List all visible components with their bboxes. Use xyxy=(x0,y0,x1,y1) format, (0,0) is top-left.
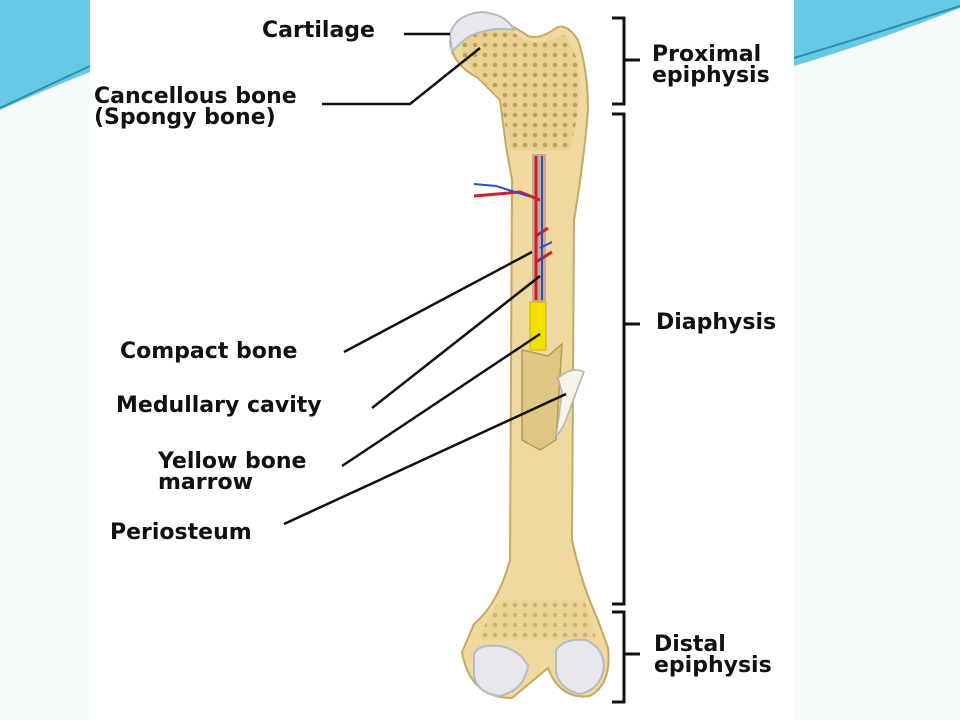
distal-cartilage-left xyxy=(473,644,530,698)
label-medullary-cavity: Medullary cavity xyxy=(116,393,322,418)
bracket-proximal xyxy=(612,16,640,106)
vein xyxy=(473,156,553,300)
swoosh-top-left xyxy=(0,0,90,110)
cancellous-bone-region xyxy=(462,27,580,151)
periosteum-flap xyxy=(554,369,585,439)
bracket-distal xyxy=(612,610,640,704)
label-yellow-bone-marrow: Yellow bone marrow xyxy=(158,449,307,495)
leader-medullary xyxy=(371,275,541,409)
cartilage-cap xyxy=(448,10,516,55)
label-compact-bone: Compact bone xyxy=(120,339,298,364)
distal-cartilage-right xyxy=(555,638,606,696)
compact-bone-cutaway xyxy=(521,342,563,451)
label-proximal-epiphysis: Proximal epiphysis xyxy=(652,42,770,88)
swoosh-top-right-line xyxy=(793,5,960,59)
swoosh-top-left-line xyxy=(0,65,91,109)
label-cancellous-bone: Cancellous bone (Spongy bone) xyxy=(94,84,297,130)
bracket-diaphysis xyxy=(612,112,640,606)
leader-cancellous xyxy=(322,47,481,106)
label-distal-epiphysis: Distal epiphysis xyxy=(654,632,772,678)
artery xyxy=(473,156,553,300)
distal-spongy-region xyxy=(478,600,596,640)
label-diaphysis: Diaphysis xyxy=(656,310,777,335)
label-periosteum: Periosteum xyxy=(110,520,252,545)
yellow-bone-marrow xyxy=(529,301,547,351)
leader-compact xyxy=(343,250,533,354)
diagram-panel xyxy=(90,0,794,720)
leader-periosteum xyxy=(283,392,567,526)
leader-marrow xyxy=(341,332,541,468)
label-cartilage: Cartilage xyxy=(262,18,375,43)
